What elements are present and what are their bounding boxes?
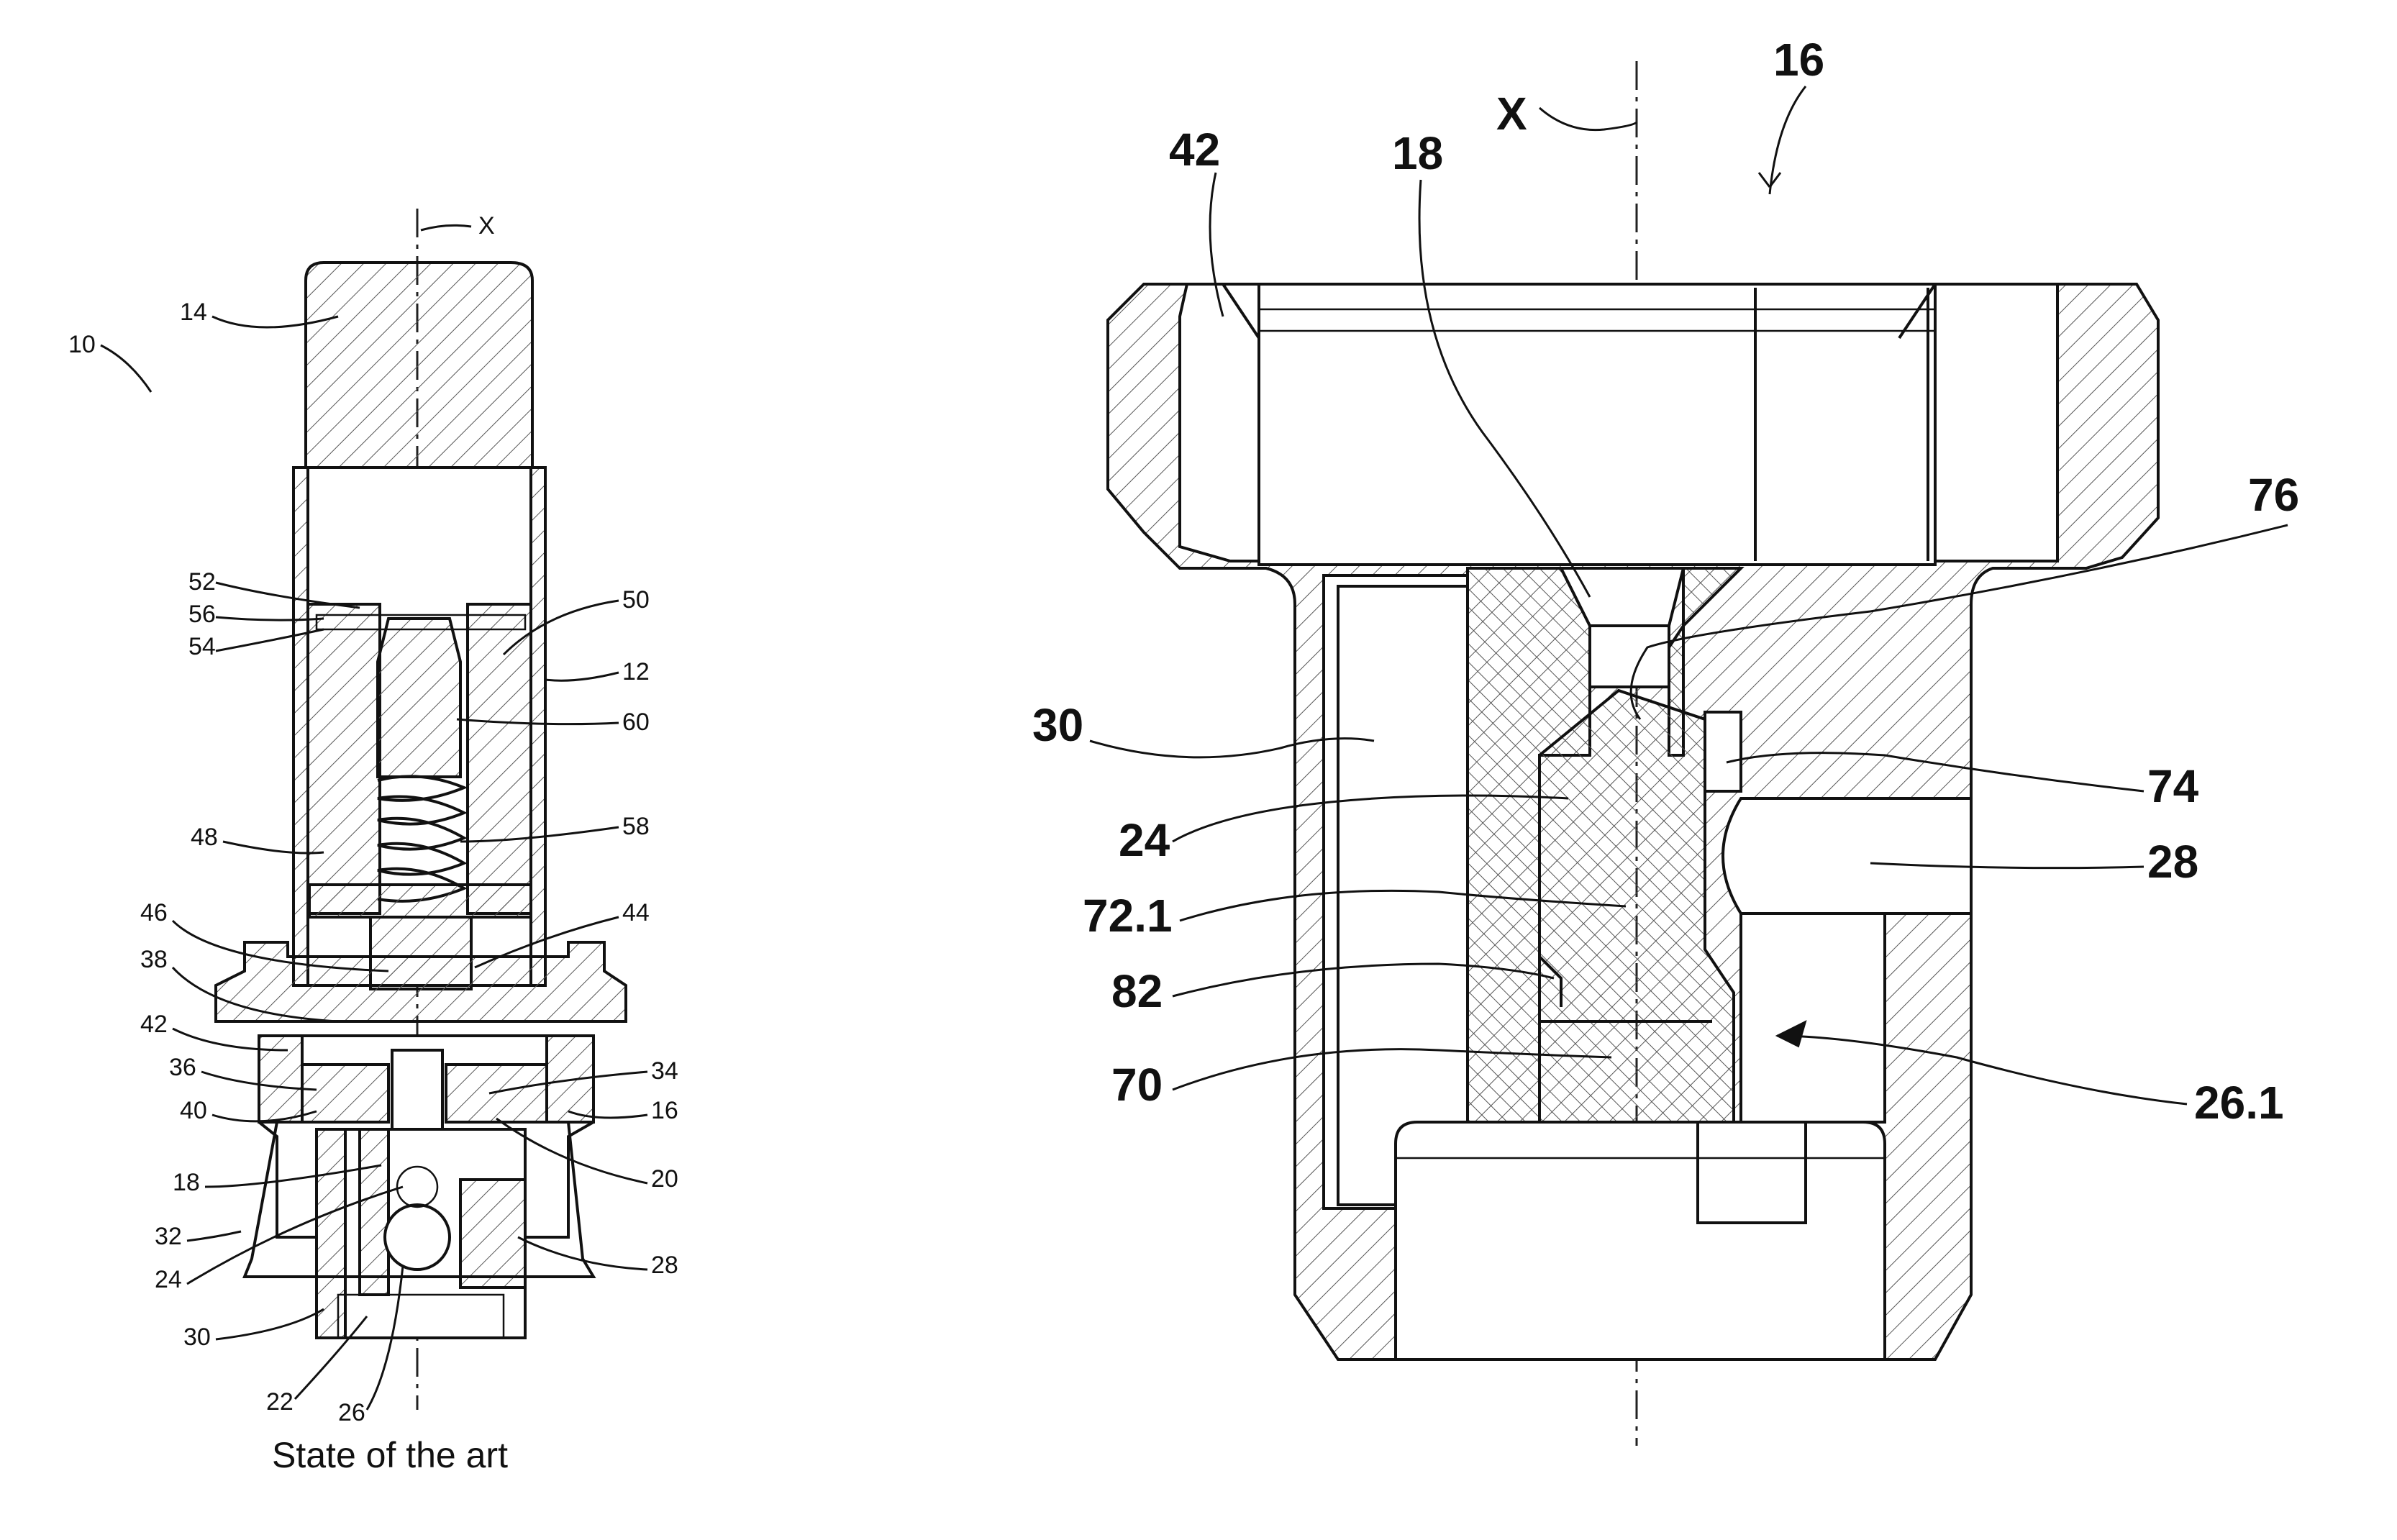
label-34: 34 [651,1057,678,1085]
label-48: 48 [191,824,218,851]
label-76-detail: 76 [2248,469,2299,521]
part-bottom-plug-step [1698,1122,1806,1223]
label-12: 12 [622,658,650,685]
part-36-insert [302,1065,388,1122]
label-72-1-detail: 72.1 [1083,890,1173,942]
label-14: 14 [180,299,207,326]
right-figure: X 16 42 18 76 30 74 24 28 72.1 82 70 26.… [1032,34,2299,1446]
label-18-detail: 18 [1392,127,1443,179]
label-30: 30 [183,1323,211,1351]
label-32: 32 [155,1223,182,1250]
label-28: 28 [651,1252,678,1279]
label-20: 20 [651,1165,678,1193]
label-82-detail: 82 [1111,965,1163,1017]
part-42-socket-inner [1259,284,1935,565]
label-10: 10 [68,331,96,358]
part-60-plunger [378,619,460,777]
part-34-insert [446,1065,547,1122]
label-40: 40 [180,1097,207,1124]
part-18-bore [392,1050,442,1129]
label-38: 38 [140,946,168,973]
label-52: 52 [188,568,216,596]
part-28-right-wall [460,1180,525,1288]
label-30-detail: 30 [1032,699,1083,751]
label-46: 46 [140,899,168,926]
part-26-1-chamber [1741,913,1885,1122]
part-76-seat [1590,626,1669,687]
part-30-inner-groove [1338,586,1468,1205]
label-50: 50 [622,586,650,614]
part-48-disc [309,885,531,917]
label-26-1-detail: 26.1 [2194,1077,2284,1129]
label-60: 60 [622,709,650,736]
label-24: 24 [155,1266,182,1293]
label-44: 44 [622,899,650,926]
right-axis-label: X [1496,88,1527,140]
label-26: 26 [338,1399,365,1426]
label-58: 58 [622,813,650,840]
label-24-detail: 24 [1119,814,1170,866]
label-16: 16 [651,1097,678,1124]
part-48-body-right [468,604,531,913]
part-28-port [1723,798,1971,913]
label-42: 42 [140,1011,168,1038]
label-54: 54 [188,633,216,660]
label-42-detail: 42 [1169,124,1220,176]
part-48-body [308,604,380,913]
part-26-ball [385,1205,450,1270]
label-16-detail: 16 [1773,34,1824,86]
part-30-left-wall [317,1129,345,1338]
figure-caption: State of the art [272,1435,508,1475]
part-74-groove [1705,712,1741,791]
label-56: 56 [188,601,216,628]
label-74-detail: 74 [2147,760,2199,812]
part-24-channel [360,1129,388,1295]
left-axis-label: X [478,212,495,240]
label-28-detail: 28 [2147,836,2198,888]
part-12-right-wall [531,468,545,985]
label-22: 22 [266,1388,294,1416]
label-18: 18 [173,1169,200,1196]
part-12-left-wall [294,468,308,985]
label-70-detail: 70 [1111,1059,1163,1111]
left-figure: X 10 14 52 56 54 50 12 60 48 58 46 44 38… [68,209,678,1475]
label-36: 36 [169,1054,196,1081]
